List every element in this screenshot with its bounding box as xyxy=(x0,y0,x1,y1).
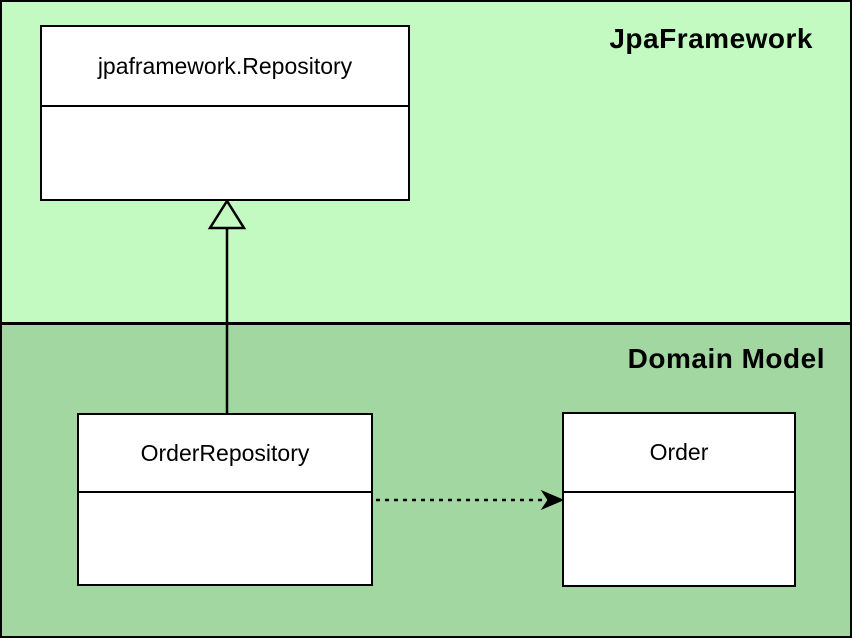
package-label-domain-model: Domain Model xyxy=(627,343,825,374)
class-name-orderrepository: OrderRepository xyxy=(79,415,371,493)
class-name-order: Order xyxy=(564,414,794,493)
class-box-order: Order xyxy=(562,412,796,587)
class-members-compartment xyxy=(564,493,794,585)
class-box-orderrepository: OrderRepository xyxy=(77,413,373,586)
class-members-compartment xyxy=(79,493,371,584)
class-members-compartment xyxy=(42,107,408,199)
class-name-jpaframework-repository: jpaframework.Repository xyxy=(42,27,408,107)
package-label-jpaframework: JpaFramework xyxy=(609,23,813,54)
class-box-jpaframework-repository: jpaframework.Repository xyxy=(40,25,410,201)
